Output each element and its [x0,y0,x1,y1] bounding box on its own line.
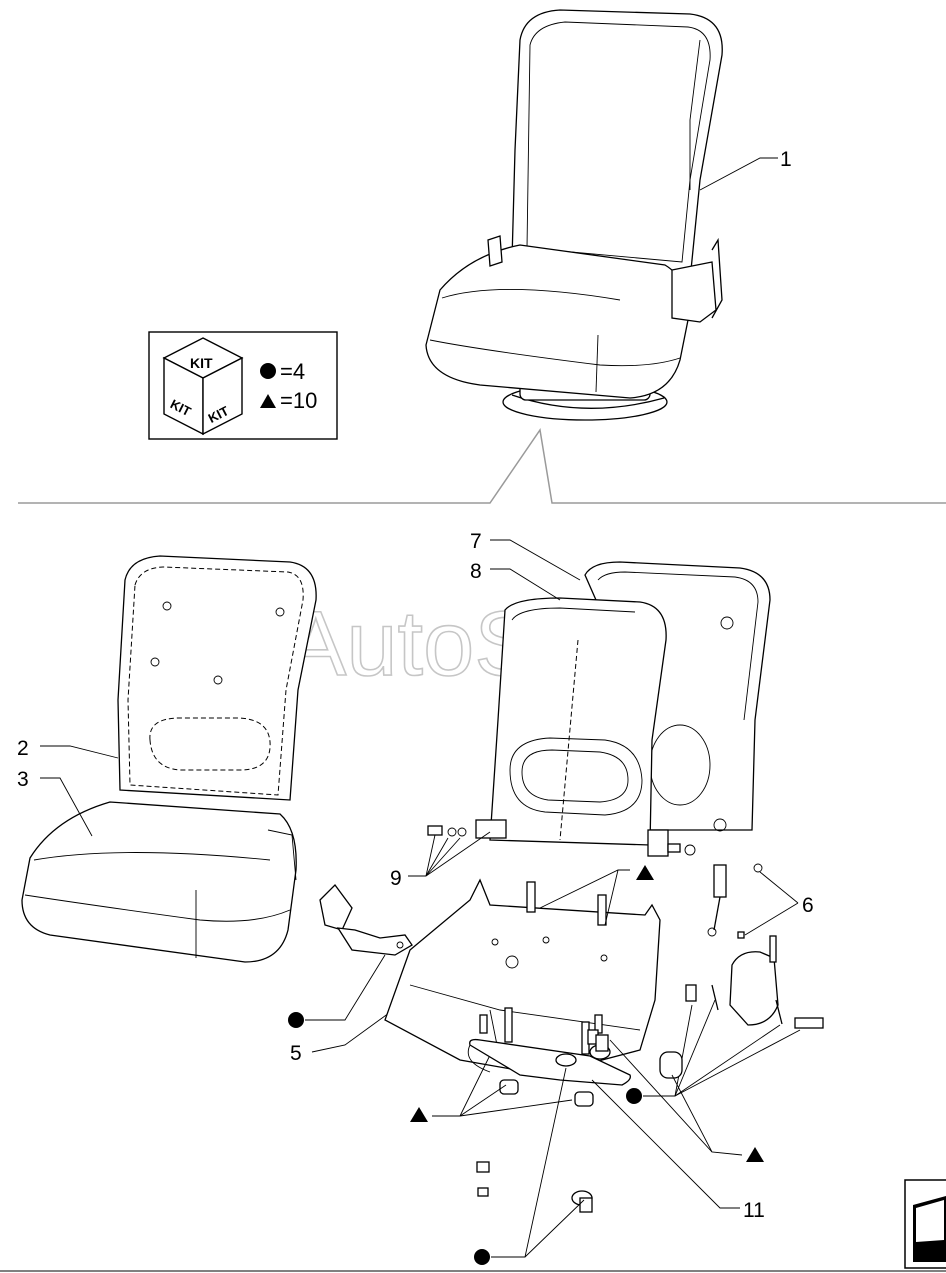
callout-2: 2 [17,737,29,760]
book-icon [904,1179,946,1269]
kit-triangle-marker [410,1107,428,1122]
gas-spring [707,863,763,939]
legend-circle-icon [260,363,276,379]
back-shell-front [475,597,669,857]
callout-3: 3 [17,768,29,791]
kit-legend: KIT KIT KIT =4 =10 [148,331,338,440]
swivel-plate [467,1034,631,1213]
kit-circle-marker [474,1249,490,1265]
callout-6: 6 [802,894,814,917]
callout-7: 7 [470,530,482,553]
assembled-seat [425,9,723,421]
armrest-bracket [685,935,824,1029]
legend-triangle-icon [260,394,276,408]
legend-triangle-count: =10 [280,388,317,413]
kit-triangle-marker [636,865,654,880]
callout-11: 11 [743,1199,765,1222]
kit-top-label: KIT [190,355,213,371]
kit-circle-marker [288,1012,304,1028]
callout-1: 1 [780,148,792,171]
kit-triangle-marker [746,1147,764,1162]
callout-8: 8 [470,560,482,583]
kit-circle-marker [626,1088,642,1104]
legend-circle-count: =4 [280,359,305,384]
section-divider [18,428,946,504]
callout-9: 9 [390,867,402,890]
callout-5: 5 [290,1042,302,1065]
buckle-part [319,884,413,956]
cover-cushion [21,555,317,963]
